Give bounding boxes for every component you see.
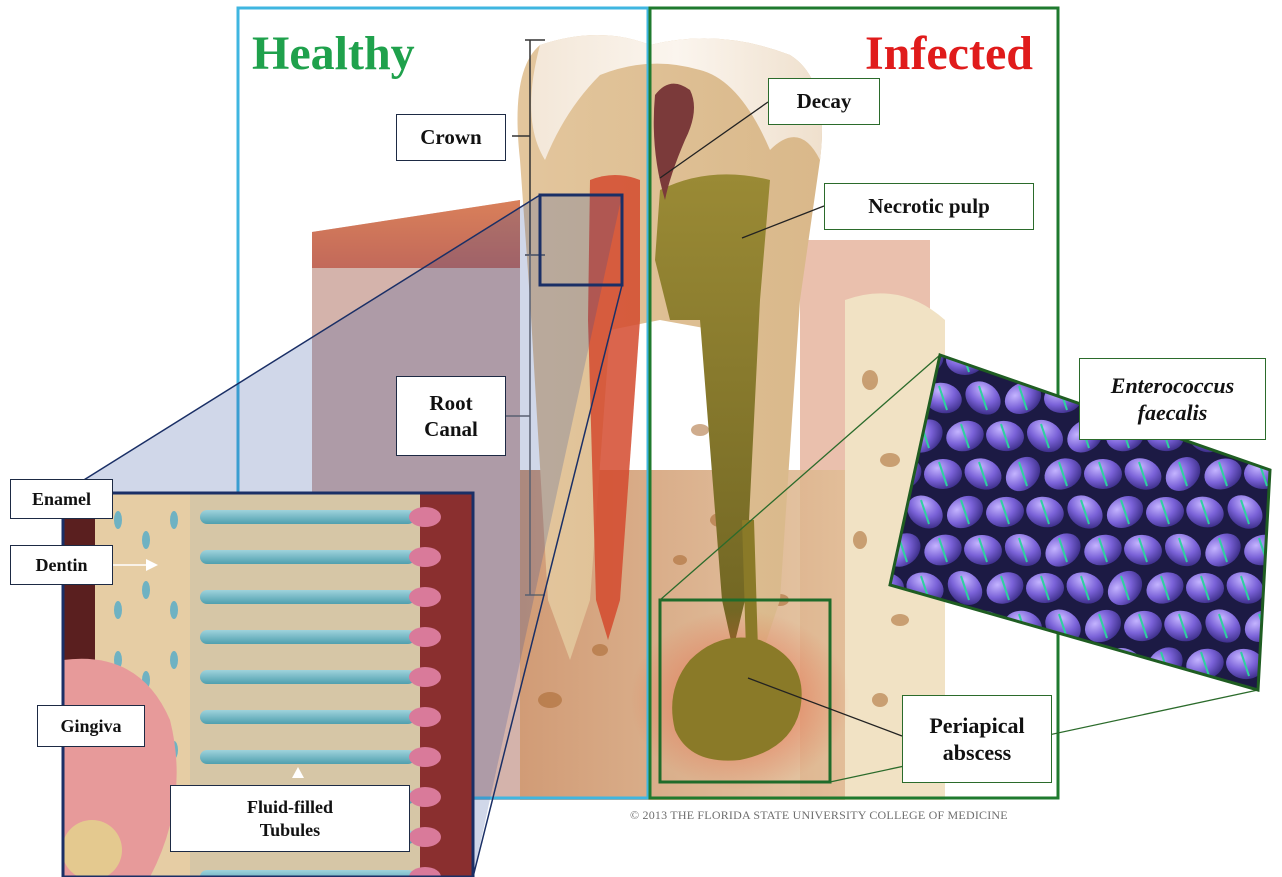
dentin-pore	[170, 601, 178, 619]
gingiva-label: Gingiva	[37, 705, 145, 747]
odontoblast	[409, 747, 441, 767]
enamel-label: Enamel	[10, 479, 113, 519]
tubule	[200, 510, 415, 524]
root-canal-label: Root Canal	[396, 376, 506, 456]
infected-title: Infected	[865, 26, 1033, 81]
necrotic-pulp-label: Necrotic pulp	[824, 183, 1034, 230]
tubule	[200, 550, 415, 564]
odontoblast	[409, 547, 441, 567]
bacterium-septum	[1121, 652, 1129, 676]
root-canal-line-1: Root	[429, 390, 472, 416]
fluid-filled-tubules-label: Fluid-filled Tubules	[170, 785, 410, 852]
tubules-line-2: Tubules	[260, 819, 320, 842]
tubule	[200, 710, 415, 724]
periapical-line-2: abscess	[943, 739, 1011, 767]
dentin-pore	[114, 601, 122, 619]
dentin-pore	[114, 511, 122, 529]
tubule	[200, 750, 415, 764]
dentin-pore	[170, 511, 178, 529]
odontoblast	[409, 787, 441, 807]
odontoblast	[409, 587, 441, 607]
bacterium-septum	[1081, 652, 1089, 676]
odontoblast	[409, 667, 441, 687]
dentin-label: Dentin	[10, 545, 113, 585]
tubule	[200, 590, 415, 604]
decay-label: Decay	[768, 78, 880, 125]
crown-label: Crown	[396, 114, 506, 161]
odontoblast	[409, 707, 441, 727]
copyright-notice: © 2013 THE FLORIDA STATE UNIVERSITY COLL…	[630, 808, 1008, 823]
periapical-line-1: Periapical	[929, 712, 1024, 740]
root-canal-line-2: Canal	[424, 416, 478, 442]
healthy-title: Healthy	[252, 26, 415, 81]
odontoblast	[409, 507, 441, 527]
tubule	[200, 630, 415, 644]
enterococcus-line-2: faecalis	[1138, 399, 1208, 427]
dentin-pore	[142, 531, 150, 549]
tubules-line-1: Fluid-filled	[247, 796, 333, 819]
dentin-pore	[142, 581, 150, 599]
dentin-pore	[170, 651, 178, 669]
odontoblast	[409, 827, 441, 847]
tubule	[200, 670, 415, 684]
odontoblast	[409, 627, 441, 647]
bacterium	[1065, 647, 1106, 681]
periapical-abscess-label: Periapical abscess	[902, 695, 1052, 783]
enterococcus-line-1: Enterococcus	[1111, 372, 1234, 400]
enterococcus-faecalis-label: Enterococcus faecalis	[1079, 358, 1266, 440]
abscess-channel	[748, 520, 752, 650]
